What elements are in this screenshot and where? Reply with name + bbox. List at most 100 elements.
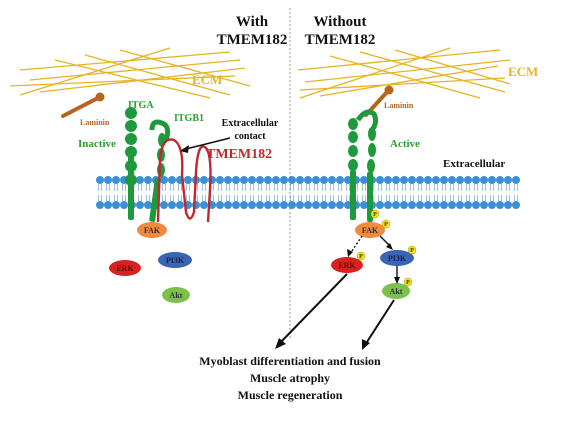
itgb1-label: ITGB1: [174, 113, 204, 124]
contact-arrow: [180, 137, 231, 153]
lipid-head-outer: [232, 176, 240, 184]
lipid-head-outer: [440, 176, 448, 184]
lipid-head-inner: [248, 201, 256, 209]
active-label: Active: [390, 138, 420, 150]
phospho-badges: P P P P P: [356, 209, 417, 287]
lipid-head-outer: [304, 176, 312, 184]
akt-right: [382, 283, 410, 299]
lipid-head-outer: [224, 176, 232, 184]
header-without-line2: TMEM182: [305, 32, 376, 48]
erk-left-label: ERK: [116, 264, 134, 273]
lipid-head-inner: [296, 201, 304, 209]
lipid-head-inner: [312, 201, 320, 209]
lipid-head-outer: [328, 176, 336, 184]
lipid-head-inner: [440, 201, 448, 209]
lipid-head-inner: [120, 201, 128, 209]
fak-left: [137, 222, 167, 238]
lipid-head-outer: [416, 176, 424, 184]
integrin-left: [125, 107, 171, 222]
lipid-head-inner: [288, 201, 296, 209]
erk-right-label: ERK: [338, 261, 356, 270]
lipid-head-outer: [248, 176, 256, 184]
lipid-head-inner: [384, 201, 392, 209]
lipid-head-inner: [240, 201, 248, 209]
lipid-head-outer: [464, 176, 472, 184]
lipid-head-inner: [496, 201, 504, 209]
fak-left-label: FAK: [144, 226, 161, 235]
lipid-head-outer: [280, 176, 288, 184]
lipid-head-inner: [504, 201, 512, 209]
extracellular-contact-line1: Extracellular: [222, 118, 279, 129]
outcome-arrows: [277, 273, 395, 346]
lipid-head-outer: [144, 176, 152, 184]
lipid-head-outer: [216, 176, 224, 184]
outcome-atrophy: Muscle atrophy: [250, 371, 330, 385]
lipid-head-inner: [376, 201, 384, 209]
lipid-head-inner: [408, 201, 416, 209]
pi3k-left: [158, 252, 192, 268]
lipid-head-outer: [448, 176, 456, 184]
ecm-label-left: ECM: [192, 72, 222, 87]
svg-text:P: P: [373, 212, 377, 218]
lipid-head-outer: [256, 176, 264, 184]
svg-text:P: P: [384, 222, 388, 228]
lipid-head-outer: [136, 176, 144, 184]
lipid-head-outer: [240, 176, 248, 184]
lipid-head-outer: [488, 176, 496, 184]
ecm-fibers-right: [297, 47, 511, 99]
lipid-head-inner: [216, 201, 224, 209]
lipid-head-inner: [264, 201, 272, 209]
lipid-head-inner: [424, 201, 432, 209]
lipid-head-inner: [336, 201, 344, 209]
laminin-label-left: Laminin: [80, 118, 110, 127]
lipid-head-inner: [200, 201, 208, 209]
lipid-head-inner: [272, 201, 280, 209]
lipid-head-outer: [456, 176, 464, 184]
lipid-head-outer: [384, 176, 392, 184]
lipid-head-inner: [224, 201, 232, 209]
tmem182-protein: [156, 138, 212, 223]
lipid-head-inner: [392, 201, 400, 209]
lipid-head-inner: [112, 201, 120, 209]
lipid-head-outer: [272, 176, 280, 184]
lipid-head-outer: [480, 176, 488, 184]
akt-left: [162, 287, 190, 303]
lipid-head-outer: [296, 176, 304, 184]
signaling-arrowheads: [347, 243, 400, 284]
itgb1-right: [355, 109, 379, 222]
lipid-head-inner: [280, 201, 288, 209]
laminin-label-right: Laminin: [384, 101, 414, 110]
lipid-head-outer: [424, 176, 432, 184]
svg-text:P: P: [359, 254, 363, 260]
lipid-head-outer: [504, 176, 512, 184]
itga-right: [348, 118, 358, 220]
lipid-head-inner: [256, 201, 264, 209]
lipid-head-outer: [168, 176, 176, 184]
lipid-head-inner: [464, 201, 472, 209]
tmem182-label: TMEM182: [206, 147, 272, 162]
fak-right: [355, 222, 385, 238]
lipid-head-outer: [392, 176, 400, 184]
lipid-head-outer: [96, 176, 104, 184]
lipid-head-outer: [432, 176, 440, 184]
pi3k-right: [380, 250, 414, 266]
lipid-head-inner: [448, 201, 456, 209]
lipid-head-outer: [312, 176, 320, 184]
lipid-head-outer: [264, 176, 272, 184]
header-with-line2: TMEM182: [217, 32, 288, 48]
lipid-head-outer: [408, 176, 416, 184]
lipid-head-outer: [400, 176, 408, 184]
lipid-head-inner: [168, 201, 176, 209]
header-without-line1: Without: [313, 14, 366, 30]
ecm-fibers-left: [9, 47, 251, 99]
lipid-head-inner: [480, 201, 488, 209]
lipid-head-outer: [200, 176, 208, 184]
lipid-head-outer: [512, 176, 520, 184]
lipid-head-outer: [112, 176, 120, 184]
lipid-head-inner: [304, 201, 312, 209]
erk-right: [331, 257, 363, 273]
lipid-head-outer: [288, 176, 296, 184]
lipid-head-inner: [328, 201, 336, 209]
